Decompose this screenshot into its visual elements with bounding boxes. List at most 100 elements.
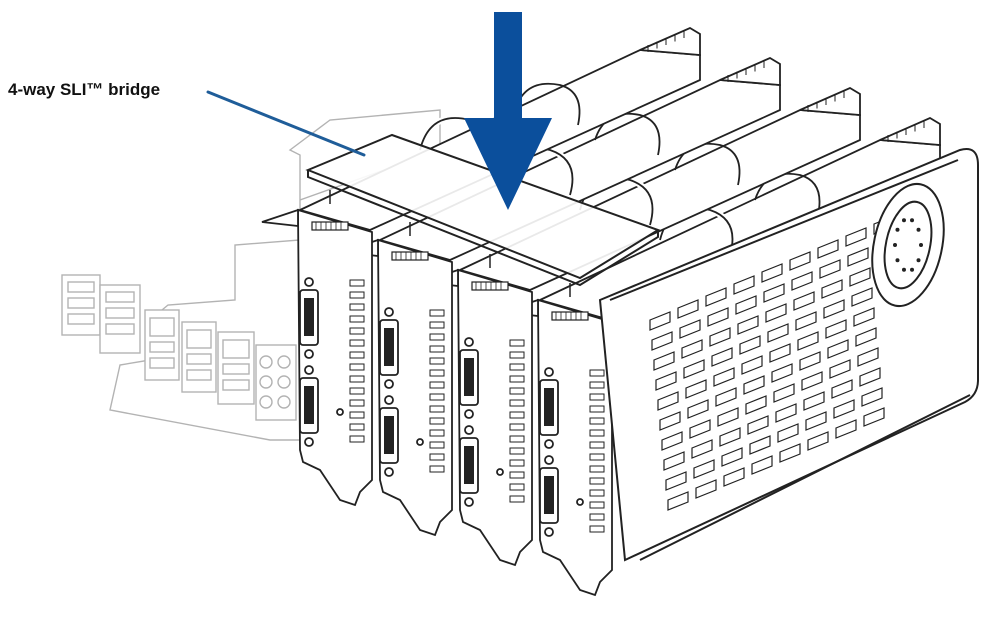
- card-side-lip: [609, 159, 971, 561]
- side-vent-slot: [745, 395, 767, 415]
- side-vent-slot: [803, 391, 825, 411]
- bracket-vent-slot: [429, 333, 445, 341]
- side-vent-slot: [821, 279, 843, 299]
- lan-port-stack-1: [144, 309, 180, 381]
- bracket-vent-slot: [509, 363, 525, 371]
- bracket-vent-slot: [589, 477, 605, 485]
- card-side-face: [598, 148, 979, 562]
- usb-port-stack-1: [61, 274, 101, 336]
- side-vent-slot: [651, 331, 673, 351]
- side-vent-slot: [829, 359, 851, 379]
- side-vent-slot: [835, 419, 857, 439]
- side-vent-slot: [723, 467, 745, 487]
- bracket-vent-slot: [589, 429, 605, 437]
- bracket-vent-slot: [509, 483, 525, 491]
- side-vent-slot: [709, 327, 731, 347]
- bracket-vent-slot: [509, 375, 525, 383]
- side-vent-slot: [833, 399, 855, 419]
- bracket-vent-slot: [349, 435, 365, 443]
- power-connector: [799, 86, 861, 116]
- dvi-port-top-pins: [304, 298, 314, 336]
- side-vent-slot: [739, 335, 761, 355]
- bracket-vent-slot: [349, 363, 365, 371]
- side-vent-slot: [859, 367, 881, 387]
- side-vent-slot: [763, 283, 785, 303]
- bracket-vent-slot: [509, 339, 525, 347]
- side-vent-slot: [715, 387, 737, 407]
- side-vent-slot: [677, 299, 699, 319]
- side-vent-slot: [705, 287, 727, 307]
- bracket-vent-slot: [589, 417, 605, 425]
- side-vent-slot: [683, 359, 705, 379]
- dvi-port-bottom-pins: [384, 416, 394, 454]
- side-vent-slot: [695, 479, 717, 499]
- bracket-vent-slot: [349, 291, 365, 299]
- bracket-vent-slot: [429, 405, 445, 413]
- fan-hub-dot: [901, 218, 906, 223]
- screw-boss: [384, 307, 394, 317]
- side-vent-slot: [687, 399, 709, 419]
- bracket-vent-slot: [589, 453, 605, 461]
- heat-pipe: [514, 82, 581, 126]
- side-vent-slot: [795, 311, 817, 331]
- bracket-vent-slot: [429, 357, 445, 365]
- bracket-vent-slot: [429, 393, 445, 401]
- screw-boss: [544, 455, 554, 465]
- motherboard-rear-io: [61, 109, 441, 441]
- power-connector: [719, 56, 781, 86]
- fan-hub-dot: [893, 243, 897, 247]
- side-vent-slot: [679, 319, 701, 339]
- side-vent-slot: [855, 327, 877, 347]
- side-vent-slot: [857, 347, 879, 367]
- side-vent-slot: [659, 411, 681, 431]
- bracket-vent-slot: [349, 387, 365, 395]
- bracket-vent-slot: [429, 465, 445, 473]
- screw-boss: [464, 497, 474, 507]
- side-vent-slot: [849, 267, 871, 287]
- side-vent-slot: [805, 411, 827, 431]
- side-vent-slot: [863, 407, 885, 427]
- side-vent-slot: [825, 319, 847, 339]
- bracket-vent-slot: [429, 381, 445, 389]
- screw-boss: [544, 367, 554, 377]
- screw-boss: [544, 527, 554, 537]
- side-vent-slot: [831, 379, 853, 399]
- dvi-port-bottom-pins: [544, 476, 554, 514]
- fan-hub-dot: [910, 218, 915, 223]
- side-vent-slot: [793, 291, 815, 311]
- side-vent-slot: [779, 443, 801, 463]
- side-vent-slot: [771, 363, 793, 383]
- bracket-vent-slot: [349, 303, 365, 311]
- side-vent-slot: [649, 311, 671, 331]
- side-vent-slot: [777, 423, 799, 443]
- side-vent-slot: [685, 379, 707, 399]
- usb-port-stack-2: [99, 284, 141, 354]
- side-vent-slot: [775, 403, 797, 423]
- side-vent-slot: [737, 315, 759, 335]
- side-vent-slot: [733, 275, 755, 295]
- side-vent-slot: [665, 471, 687, 491]
- bracket-vent-slot: [509, 435, 525, 443]
- screw-boss: [464, 409, 474, 419]
- side-vent-slot: [817, 239, 839, 259]
- bracket-vent-slot: [349, 315, 365, 323]
- side-vent-slot: [689, 419, 711, 439]
- sli-bridge-label: 4-way SLI™ bridge: [8, 80, 161, 99]
- bracket-vent-slot: [589, 405, 605, 413]
- dvi-port-bottom-pins: [304, 386, 314, 424]
- callout-leader-line: [206, 90, 366, 157]
- sli-connector-finger: [471, 281, 509, 291]
- side-vent-slot: [693, 459, 715, 479]
- screw-boss: [464, 425, 474, 435]
- bracket-vent-slot: [509, 387, 525, 395]
- bracket-vent-slot: [429, 417, 445, 425]
- screw-boss: [544, 439, 554, 449]
- screw-boss: [496, 468, 504, 476]
- bracket-vent-slot: [589, 393, 605, 401]
- dvi-port-bottom-pins: [464, 446, 474, 484]
- fan-hub-dot: [895, 227, 900, 232]
- bracket-vent-slot: [589, 441, 605, 449]
- bracket-vent-slot: [349, 279, 365, 287]
- side-vent-slot: [765, 303, 787, 323]
